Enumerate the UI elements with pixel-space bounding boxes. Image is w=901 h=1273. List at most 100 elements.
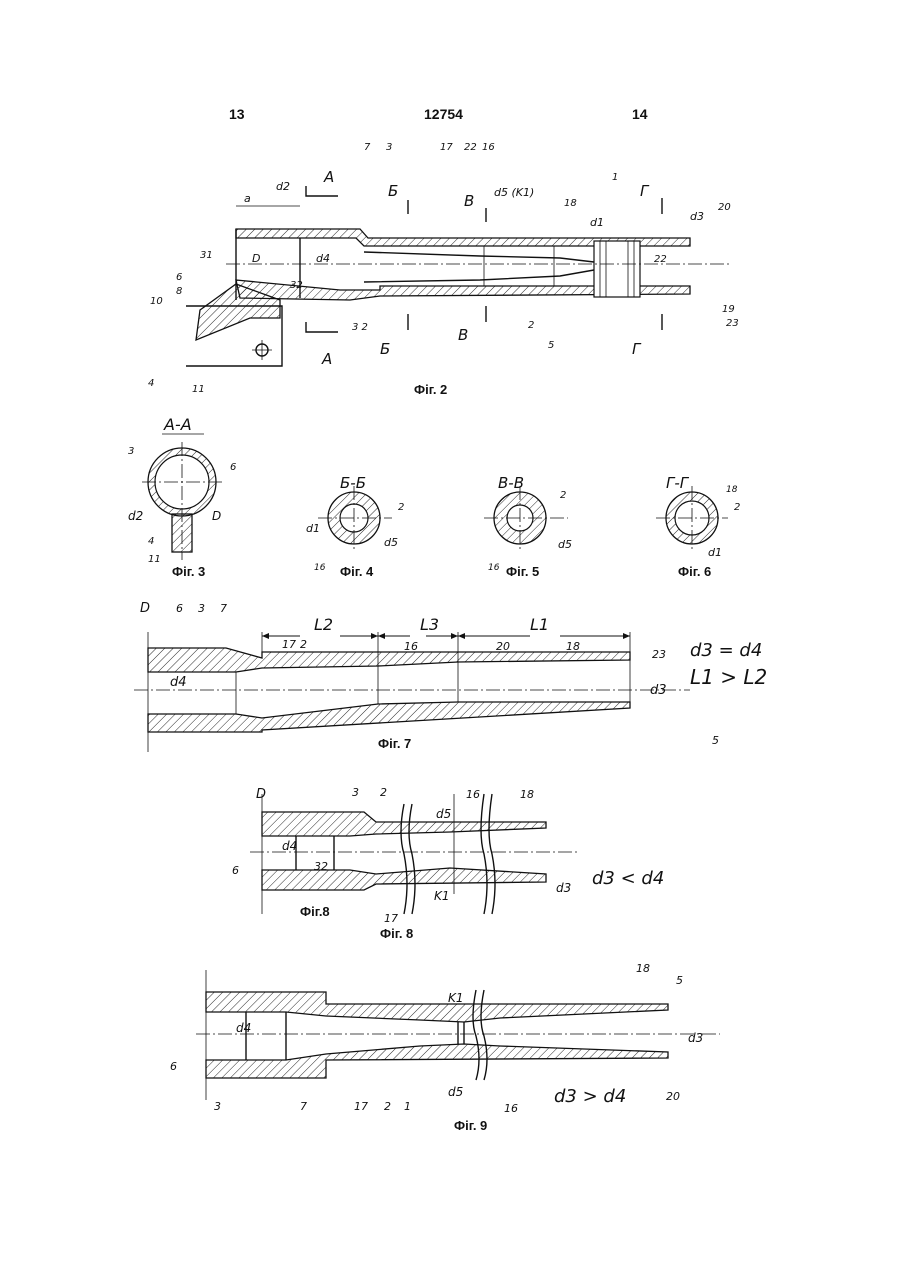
ref-2: 2 (528, 320, 534, 331)
fig8-ref-16: 16 (466, 788, 480, 801)
caption-fig-4: Фіг. 4 (340, 564, 373, 579)
caption-fig-7: Фіг. 7 (378, 736, 411, 751)
fig3-ref-3: 3 (128, 446, 134, 457)
fig9-ref-18: 18 (636, 962, 650, 975)
ref-22-top: 22 (464, 142, 477, 153)
fig8-ref-6: 6 (232, 864, 239, 877)
fig7-dim-D: D (140, 601, 150, 616)
fig4-ref-16: 16 (314, 563, 326, 573)
section-title-gg: Г-Г (666, 474, 690, 492)
ref-1: 1 (612, 172, 618, 183)
fig9-ref-20: 20 (666, 1090, 680, 1103)
fig7-dim-L2: L2 (314, 615, 333, 634)
caption-fig-8: Фіг. 8 (380, 926, 413, 941)
ref-6: 6 (176, 272, 182, 283)
fig9-ref-1: 1 (404, 1100, 411, 1113)
fig9-ref-7: 7 (300, 1100, 307, 1113)
fig8-dim-K1: K1 (434, 889, 450, 903)
cut-label-v-bottom: В (458, 326, 468, 344)
ref-31: 31 (200, 250, 213, 261)
fig9-ref-17: 17 (354, 1100, 368, 1113)
figure-8-drawing: D d4 d5 K1 d3 3 2 16 18 32 6 17 d3 < d4 (0, 774, 901, 934)
fig8-ref-2: 2 (380, 786, 387, 799)
fig9-ref-6: 6 (170, 1060, 177, 1073)
cut-label-v-top: В (464, 192, 474, 210)
ref-19: 19 (722, 304, 735, 315)
dim-a: a (244, 192, 251, 205)
caption-fig-5: Фіг. 5 (506, 564, 539, 579)
figure-9-drawing: d4 K1 d5 d3 18 5 6 3 7 17 2 1 16 20 d3 >… (0, 960, 901, 1120)
fig4-dim-d1: d1 (306, 522, 320, 535)
fig3-ref-4: 4 (148, 536, 154, 547)
ref-3: 3 (386, 142, 392, 153)
fig8-dim-d4: d4 (282, 839, 297, 853)
dim-d5k1: d5 (K1) (494, 186, 534, 199)
fig7-dim-d3: d3 (650, 683, 667, 698)
fig8-ref-17: 17 (384, 912, 398, 925)
ref-22: 22 (654, 254, 667, 265)
fig7-dim-L3: L3 (420, 615, 439, 634)
fig7-ref-6: 6 (176, 602, 183, 615)
fig9-ref-2: 2 (384, 1100, 391, 1113)
fig7-ref-17: 17 (282, 638, 296, 651)
fig8-dim-d5: d5 (436, 807, 451, 821)
cut-label-g-top: Г (640, 182, 650, 200)
fig9-ref-16: 16 (504, 1102, 518, 1115)
fig7-ref-3: 3 (198, 602, 205, 615)
fig3-dim-d2: d2 (128, 509, 143, 523)
cut-label-b-bottom: Б (380, 340, 390, 358)
fig8-ref-32: 32 (314, 860, 328, 873)
fig3-ref-11: 11 (148, 554, 161, 565)
cut-label-a-top: А (323, 168, 334, 186)
fig6-ref-18: 18 (726, 485, 738, 495)
dim-d1: d1 (590, 216, 604, 229)
fig7-ref-16: 16 (404, 640, 418, 653)
ref-10: 10 (150, 296, 163, 307)
ref-4: 4 (148, 378, 154, 389)
ref-11: 11 (192, 384, 205, 395)
fig9-dim-d4: d4 (236, 1021, 251, 1035)
caption-fig-6: Фіг. 6 (678, 564, 711, 579)
fig9-ref-5: 5 (676, 974, 683, 987)
cut-label-a-bottom: А (321, 350, 332, 368)
caption-fig-2: Фіг. 2 (414, 382, 447, 397)
fig7-ref-2: 2 (300, 638, 307, 651)
ref-8: 8 (176, 286, 182, 297)
fig4-dim-d5: d5 (384, 536, 398, 549)
caption-fig-9: Фіг. 9 (454, 1118, 487, 1133)
fig7-relation-L1-gt-L2: L1 > L2 (690, 665, 767, 689)
fig5-ref-16: 16 (488, 563, 500, 573)
ref-20: 20 (718, 202, 731, 213)
fig5-dim-d5: d5 (558, 538, 572, 551)
fig3-ref-6: 6 (230, 462, 236, 473)
fig8-relation-d3-lt-d4: d3 < d4 (592, 868, 664, 889)
fig9-dim-K1: K1 (448, 991, 464, 1005)
ref-17: 17 (440, 142, 453, 153)
fig8-ref-3: 3 (352, 786, 359, 799)
fig6-ref-2: 2 (734, 502, 740, 513)
ref-32: 32 (290, 280, 303, 291)
fig7-ref-23: 23 (652, 648, 666, 661)
ref-5: 5 (548, 340, 554, 351)
cut-label-b-top: Б (388, 182, 398, 200)
dim-d2: d2 (276, 180, 290, 193)
figures-3-6-sections: А-А 3 6 d2 D 4 11 Б-Б 2 d1 d5 16 В-В 2 d… (0, 410, 901, 580)
dim-D: D (252, 252, 260, 265)
fig3-dim-D: D (212, 509, 221, 523)
ref-7: 7 (364, 142, 371, 153)
cut-label-g-bottom: Г (632, 340, 642, 358)
ref-18: 18 (564, 198, 577, 209)
fig7-ref-5: 5 (712, 734, 719, 747)
fig7-dim-L1: L1 (530, 615, 549, 634)
dim-d3: d3 (690, 210, 704, 223)
fig9-dim-d3: d3 (688, 1031, 703, 1045)
fig8-dim-d3: d3 (556, 881, 571, 895)
ref-32-bottom: 3 2 (352, 322, 368, 333)
caption-fig-8-inline: Фіг.8 (300, 904, 330, 919)
fig8-dim-D: D (256, 787, 266, 802)
figure-2-drawing: А А Б Б В В Г Г a d2 D d4 d5 (K1) d1 d3 … (0, 0, 901, 400)
fig5-ref-2: 2 (560, 490, 566, 501)
fig7-ref-20: 20 (496, 640, 510, 653)
caption-fig-3: Фіг. 3 (172, 564, 205, 579)
fig7-ref-7: 7 (220, 602, 227, 615)
